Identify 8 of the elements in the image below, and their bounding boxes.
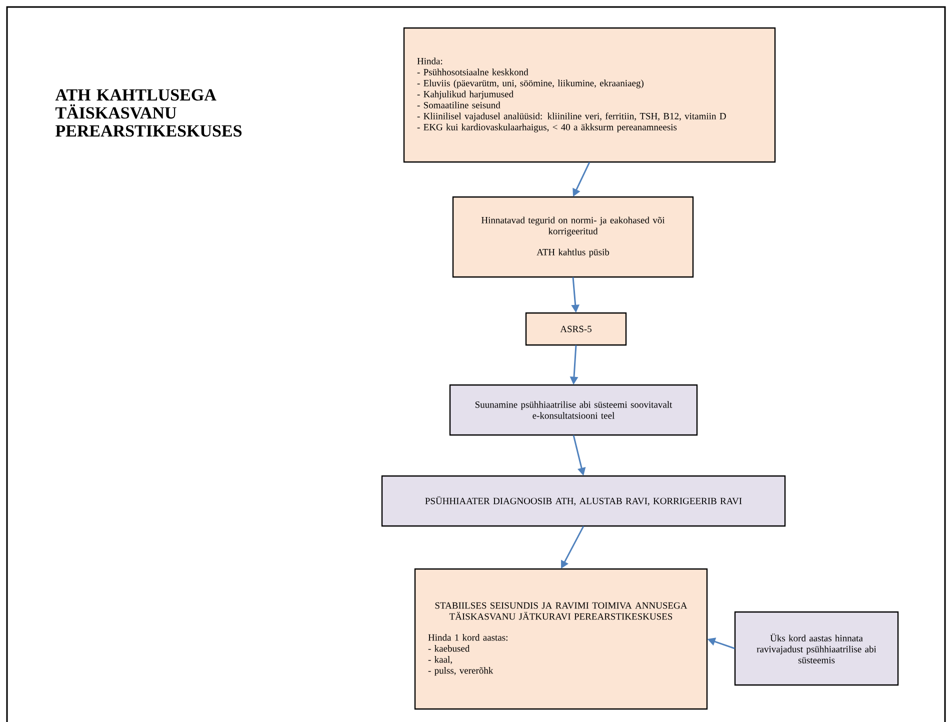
process-box: Hinnatavad tegurid on normi- ja eakohased või korrigeeritud ATH kahtlus püsib bbox=[452, 196, 694, 278]
process-box: Hinda: - Psühhosotsiaalne keskkond - Eluviis (päevarütm, uni, söömine, liikumine, ekraaniaeg) - Kahjulikud harjumused - Somaatiline seisund - Kliinilisel vajadusel analüüsid: kliiniline veri, ferritiin, TSH, B12, vitamiin D - EKG kui kardiovaskulaarhaigus, < 40 a äkksurm pereanamneesis bbox=[403, 27, 776, 163]
process-box: Suunamine psühhiaatrilise abi süsteemi soovitavalt e-konsultatsiooni teel bbox=[449, 384, 698, 436]
process-box: ASRS-5 bbox=[525, 312, 627, 346]
title: ATH KAHTLUSEGA TÄISKASVANU PEREARSTIKESKUSES bbox=[55, 89, 242, 137]
process-box: STABIILSES SEISUNDIS JA RAVIMI TOIMIVA ANNUSEGA TÄISKASVANU JÄTKURAVI PEREARSTIKESKUSES Hinda 1 kord aastas: - kaebused - kaal, - pulss, vererõhk bbox=[414, 568, 708, 710]
process-box: PSÜHHIAATER DIAGNOOSIB ATH, ALUSTAB RAVI, KORRIGEERIB RAVI bbox=[381, 475, 786, 527]
process-box: Üks kord aastas hinnata ravivajadust psühhiaatrilise abi süsteemis bbox=[734, 611, 899, 686]
